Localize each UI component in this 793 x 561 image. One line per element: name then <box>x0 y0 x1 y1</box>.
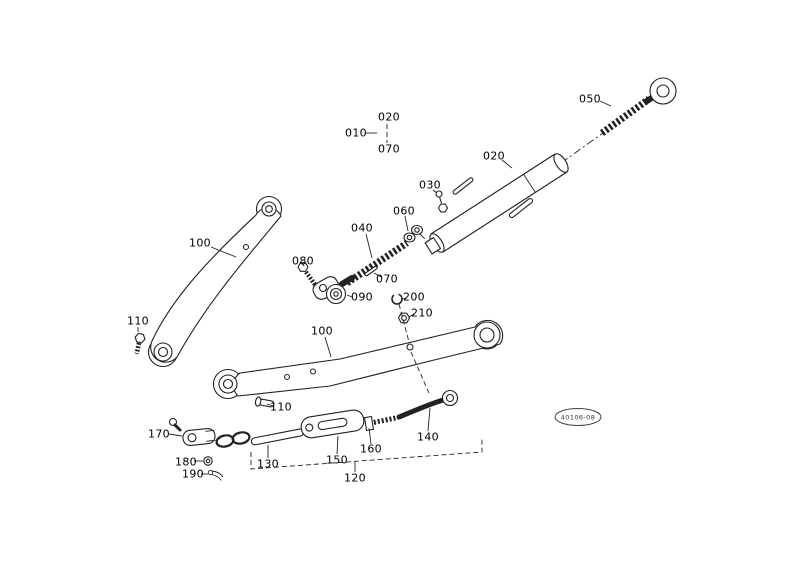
assembly-bracket-120 <box>250 438 483 470</box>
callout-020-tube: 020 <box>483 149 505 163</box>
callout-070-top: 070 <box>378 142 400 156</box>
callout-170: 170 <box>148 427 170 441</box>
oval-stamp: 40106-08 <box>554 408 602 426</box>
callout-190: 190 <box>182 467 204 481</box>
roll-pin-lower <box>508 197 534 219</box>
bolt-080 <box>297 262 318 288</box>
callout-160: 160 <box>360 442 382 456</box>
pin-070 <box>364 265 378 277</box>
bolt-110-left <box>134 332 146 355</box>
lower-lift-arm <box>212 319 504 400</box>
leader-lines <box>137 100 612 475</box>
callout-120: 120 <box>344 471 366 485</box>
upper-lift-arm <box>147 195 283 368</box>
callout-030: 030 <box>419 178 441 192</box>
lift-rod-140 <box>396 389 459 420</box>
washer-180 <box>203 456 213 466</box>
callout-210: 210 <box>411 306 433 320</box>
callout-110-upper: 110 <box>127 314 149 328</box>
clevis-170 <box>168 417 216 446</box>
eye-bolt-050 <box>599 77 677 136</box>
screw-160 <box>363 415 399 432</box>
turnbuckle-150 <box>300 409 365 439</box>
snap-ring-200 <box>391 293 403 305</box>
callout-090: 090 <box>351 290 373 304</box>
callout-200: 200 <box>403 290 425 304</box>
callout-130: 130 <box>257 457 279 471</box>
callout-060: 060 <box>393 204 415 218</box>
roll-pin-upper <box>452 177 474 195</box>
callout-070-pin: 070 <box>376 272 398 286</box>
callout-180: 180 <box>175 455 197 469</box>
callout-110-lower: 110 <box>270 400 292 414</box>
flange-090 <box>325 283 347 305</box>
callout-020-top: 020 <box>378 110 400 124</box>
cotter-pin-190 <box>207 469 224 481</box>
lower-link-assembly <box>168 389 483 481</box>
link-rod-130 <box>250 428 305 446</box>
callout-040: 040 <box>351 221 373 235</box>
top-link-rod-040 <box>312 240 409 300</box>
callout-140: 140 <box>417 430 439 444</box>
callout-050: 050 <box>579 92 601 106</box>
stamp-text: 40106-08 <box>561 414 596 422</box>
washers-060 <box>403 224 424 243</box>
callout-100-upper-arm: 100 <box>189 236 211 250</box>
callout-080: 080 <box>292 254 314 268</box>
callout-150: 150 <box>326 453 348 467</box>
nut-210 <box>397 312 411 324</box>
fitting-030 <box>435 190 449 213</box>
chain-links <box>215 431 251 448</box>
top-link-assembly <box>297 77 677 305</box>
callout-100-lower-arm: 100 <box>311 324 333 338</box>
callout-010: 010 <box>345 126 367 140</box>
top-link-tube-020 <box>424 153 569 255</box>
